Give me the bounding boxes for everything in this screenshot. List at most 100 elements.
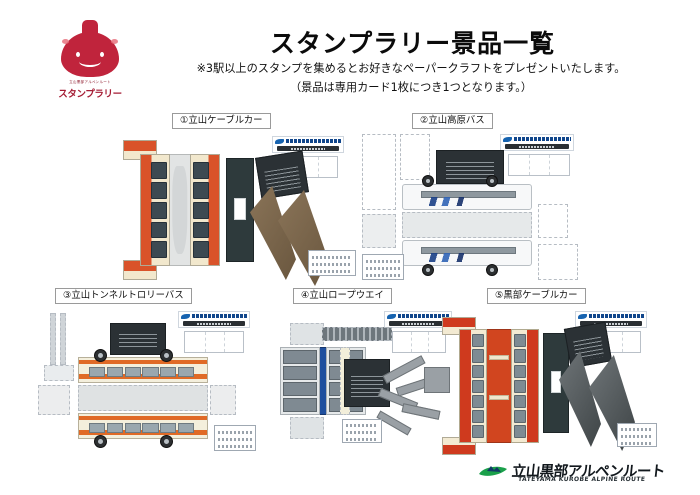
stamp-rally-logo: 立山黒部アルペンルート スタンプラリー — [52, 18, 128, 102]
stamp-eye-left — [76, 52, 80, 57]
legend-box-3 — [214, 425, 256, 451]
cable-car-window — [150, 181, 167, 199]
kurobe-side-left — [459, 329, 487, 443]
alpine-route-wordmark — [398, 313, 449, 319]
stamp-eye-right — [100, 52, 104, 57]
ropeway-tower-cap — [424, 367, 450, 393]
trolley-window — [160, 423, 177, 433]
alpine-route-wordmark — [589, 313, 644, 319]
cable-car-side-left — [140, 154, 170, 266]
kurobe-body-unfold — [442, 317, 539, 455]
instruction-title — [257, 157, 302, 164]
section-label-5: ⑤黒部ケーブルカー — [487, 288, 586, 305]
bus-side-panel-lower — [402, 240, 532, 266]
instruction-panel-4 — [344, 359, 390, 407]
trolley-orange-stripe — [79, 416, 207, 420]
kurobe-seat — [471, 424, 485, 438]
kurobe-seat — [513, 379, 527, 393]
trolley-window — [89, 367, 106, 377]
cable-car-window — [150, 241, 167, 259]
craft-sheet-kurobe-cable-car — [442, 307, 657, 459]
bus-wheel-upper-rear — [486, 175, 498, 187]
stamp-smile — [79, 56, 101, 67]
roof-fold-template-3 — [184, 331, 244, 353]
trolley-floor-panel — [78, 385, 208, 411]
ropeway-roof-rib-strip — [322, 327, 392, 341]
kurobe-seat — [471, 364, 485, 378]
ropeway-window-col-left — [280, 347, 320, 415]
trolley-window — [106, 367, 124, 377]
kurobe-seat — [471, 409, 485, 423]
instruction-title — [566, 328, 605, 335]
trolley-wheel-lower-front — [94, 435, 107, 448]
alpine-route-footer-logo: 立山黒部アルペンルート TATEYAMA KUROBE ALPINE ROUTE — [478, 459, 686, 489]
mini-banner-title-bar — [389, 321, 447, 326]
mini-banner-title-bar — [277, 146, 339, 151]
alpine-route-swoosh-icon — [479, 466, 507, 476]
trolley-window — [142, 423, 159, 433]
alpine-route-wordmark — [514, 136, 571, 142]
trolley-window — [177, 367, 195, 377]
craft-sheet-ropeway — [278, 307, 458, 459]
kurobe-side-right — [511, 329, 539, 443]
kurobe-floor-panel — [485, 329, 513, 443]
legend-box-1 — [308, 250, 356, 276]
cable-car-side-right — [190, 154, 220, 266]
cable-car-dark-base-panel — [226, 158, 254, 262]
trolley-window-strip — [89, 367, 195, 377]
trolley-window — [160, 367, 177, 377]
mini-banner-logo-row — [275, 138, 341, 144]
legend-row — [366, 267, 400, 270]
alpine-swoosh-icon — [275, 138, 284, 144]
cable-car-window-strip-left — [150, 161, 167, 259]
trolley-wheel-upper-rear — [160, 349, 173, 362]
alpine-swoosh-icon — [503, 136, 512, 142]
cable-car-window — [193, 161, 210, 179]
alpine-route-mini-banner-4 — [384, 311, 452, 328]
mini-banner-logo-row — [578, 313, 644, 319]
trolley-window — [142, 367, 159, 377]
kurobe-seat — [513, 364, 527, 378]
section-label-1: ①立山ケーブルカー — [172, 113, 271, 130]
fold-line — [529, 155, 531, 175]
cable-car-window — [193, 241, 210, 259]
instruction-panel-3 — [110, 323, 166, 355]
alpine-swoosh-icon — [387, 313, 396, 319]
bus-blue-swoosh — [417, 253, 524, 262]
mini-banner-logo-row — [503, 136, 571, 142]
bus-rear-panel — [362, 214, 396, 248]
subtitle-line-1: ※3駅以上のスタンプを集めるとお好きなペーパークラフトをプレゼントいたします。 — [196, 62, 626, 75]
legend-row — [218, 438, 252, 441]
trolley-pole-base — [44, 365, 74, 381]
fold-line — [204, 332, 206, 352]
fold-line — [410, 332, 412, 352]
trolley-window — [89, 423, 106, 433]
bus-front-part-b — [400, 134, 430, 180]
fold-line — [317, 157, 319, 177]
cable-car-window — [193, 201, 210, 219]
fold-line — [223, 332, 225, 352]
alpine-swoosh-icon — [181, 313, 190, 319]
trolley-window — [106, 423, 124, 433]
bus-interior-part — [538, 204, 568, 238]
section-label-4: ④立山ロープウエイ — [293, 288, 392, 305]
bus-seat-detail-part — [538, 244, 578, 280]
stamp-body-shape — [61, 32, 119, 77]
legend-row — [366, 260, 400, 263]
base-panel-label-area — [234, 197, 246, 221]
legend-row — [312, 263, 352, 266]
stamp-face — [69, 52, 111, 70]
bus-wheel-lower-front — [422, 264, 434, 276]
kurobe-seat — [513, 349, 527, 363]
roof-fold-template-4 — [392, 331, 446, 353]
trolley-window — [124, 367, 141, 377]
trolley-front-face-panel — [38, 385, 70, 415]
trolley-window — [124, 423, 141, 433]
bus-wheel-upper-front — [422, 175, 434, 187]
stamp-cheek-left — [62, 39, 69, 44]
ropeway-window — [283, 382, 317, 396]
kurobe-seat — [513, 394, 527, 408]
kurobe-seat — [471, 394, 485, 408]
cable-car-aisle — [172, 166, 188, 254]
